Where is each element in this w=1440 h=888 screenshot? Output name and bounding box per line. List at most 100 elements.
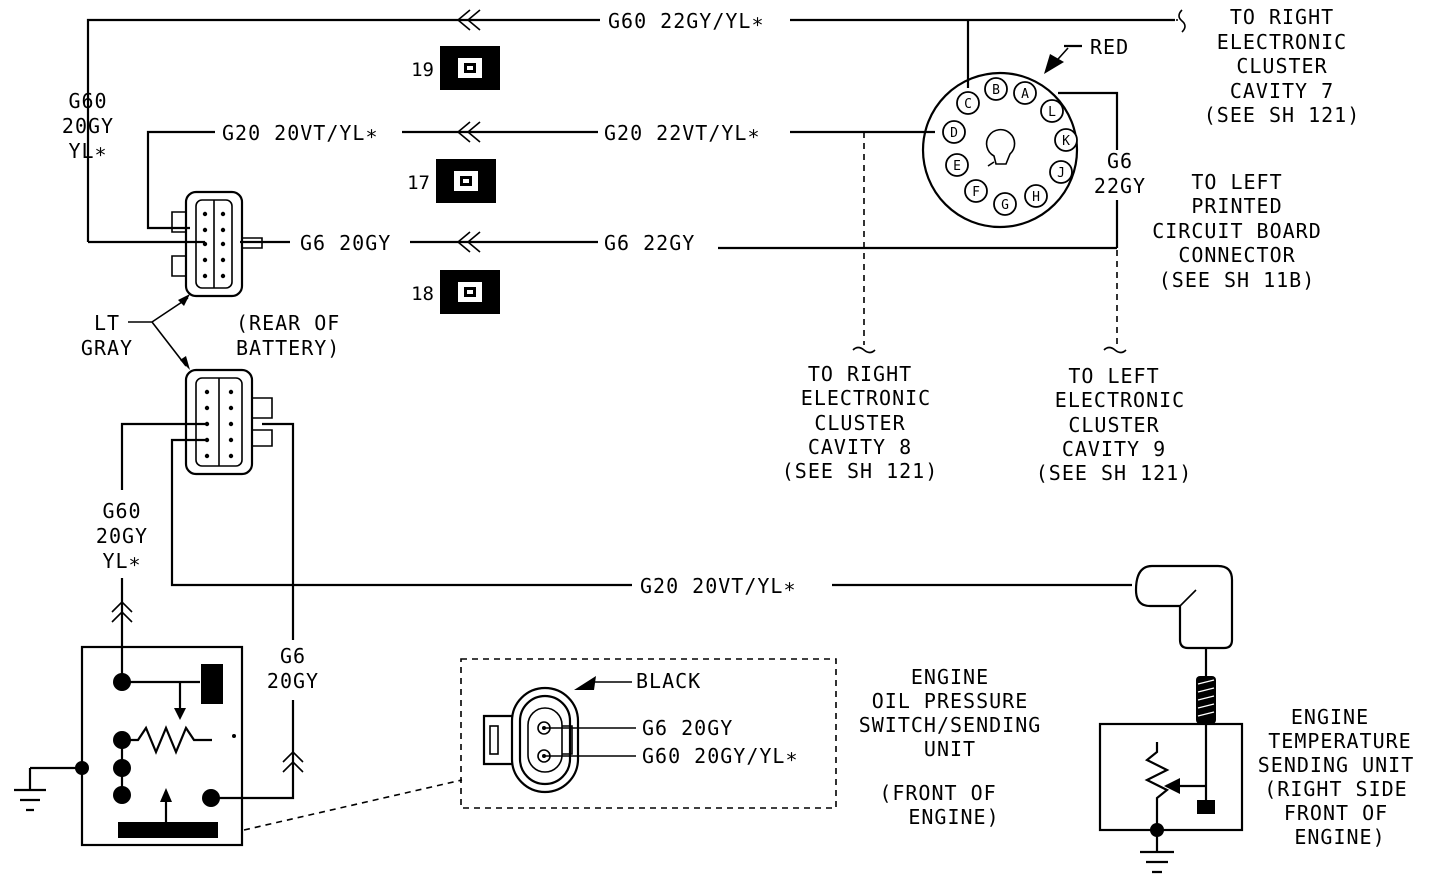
cavity-label-e: E [953, 159, 961, 174]
dest9-3: CLUSTER [1068, 413, 1159, 437]
g6-vertical-label-2: 22GY [1094, 174, 1146, 198]
break-mark-cav8 [852, 346, 876, 354]
red-arrow-shaft [1049, 47, 1069, 69]
dest9-1: TO LEFT [1068, 364, 1159, 388]
temp-title-1: ENGINE [1291, 705, 1369, 729]
temp-probe-thread [1196, 676, 1216, 724]
temp-title-5: FRONT OF [1284, 801, 1388, 825]
cavity-circle-k [1054, 128, 1078, 152]
oil-location-1: (FRONT OF [879, 781, 996, 805]
upper-connector [171, 190, 263, 298]
cavity-circle-d [942, 120, 966, 144]
dest7-4: CAVITY 7 [1230, 79, 1334, 103]
black-connector [482, 686, 580, 794]
dest-left-cluster-9: TO LEFT ELECTRONIC CLUSTER CAVITY 9 (SEE… [1036, 364, 1193, 485]
temp-title-3: SENDING UNIT [1258, 753, 1415, 777]
lower-g60-label-3: YL∗ [102, 549, 141, 573]
oil-location-2: ENGINE) [908, 805, 999, 829]
dest7-3: CLUSTER [1236, 54, 1327, 78]
lower-g60-label-1: G60 [102, 499, 141, 523]
cavity-label-j: J [1057, 166, 1065, 181]
cavity-label-a: A [1021, 87, 1029, 102]
cavity-label-b: B [992, 83, 1000, 98]
g6-left-label: G6 20GY [300, 231, 391, 255]
dest9-2: ELECTRONIC [1055, 388, 1185, 412]
g60-left-label-2: 20GY [62, 114, 114, 138]
lt-gray-label-1: LT [94, 311, 120, 335]
lt-gray-label-2: GRAY [81, 336, 133, 360]
temp-title-4: (RIGHT SIDE [1264, 777, 1407, 801]
g20-right-label: G20 22VT/YL∗ [604, 121, 761, 145]
dest8-1: TO RIGHT [808, 362, 912, 386]
dest9-4: CAVITY 9 [1062, 437, 1166, 461]
badge-18-label: 18 [411, 283, 434, 305]
dest7-2: ELECTRONIC [1217, 30, 1347, 54]
cavity-circle-e [945, 153, 969, 177]
oil-title-4: UNIT [924, 737, 976, 761]
g6-vertical-wire [1058, 91, 1119, 248]
lower-g60-wire [120, 422, 207, 682]
oil-pin1-label: G6 20GY [642, 716, 733, 740]
oil-pin2-label: G60 20GY/YL∗ [642, 744, 799, 768]
g6-in-line-splice [456, 231, 481, 253]
temp-title-6: ENGINE) [1294, 825, 1385, 849]
g20-wire-left [146, 130, 215, 230]
pcb-4: CONNECTOR [1178, 243, 1295, 267]
lower-g6-splice [282, 750, 304, 773]
lower-g6-wire [215, 422, 295, 800]
oil-title-2: OIL PRESSURE [872, 689, 1029, 713]
lower-g20-wire [170, 438, 1132, 587]
g60-top-label: G60 22GY/YL∗ [608, 9, 765, 33]
dest7-1: TO RIGHT [1230, 5, 1334, 29]
dest8-3: CLUSTER [814, 411, 905, 435]
badge-19: 19 [411, 46, 500, 90]
cavity-circle-b [984, 77, 1008, 101]
lt-gray-leader [128, 297, 189, 367]
g20-in-line-splice [456, 121, 481, 143]
black-arrow [574, 676, 596, 690]
g60-left-label-3: YL∗ [68, 139, 107, 163]
rear-battery-label-2: BATTERY) [236, 336, 340, 360]
pcb-1: TO LEFT [1191, 170, 1282, 194]
red-label: RED [1090, 35, 1129, 59]
dest8-5: (SEE SH 121) [782, 459, 939, 483]
dest-right-cluster-7: TO RIGHT ELECTRONIC CLUSTER CAVITY 7 (SE… [1204, 5, 1361, 127]
break-mark-top [1178, 9, 1186, 33]
lower-g20-label: G20 20VT/YL∗ [640, 574, 797, 598]
g6-vertical-label-1: G6 [1107, 149, 1133, 173]
oil-title-3: SWITCH/SENDING [859, 713, 1042, 737]
cavity-circle-c [956, 91, 980, 115]
pcb-2: PRINTED [1191, 194, 1282, 218]
oil-connector-dashed-box [460, 658, 837, 809]
cavity-label-c: C [964, 97, 972, 112]
black-label: BLACK [636, 669, 701, 693]
lt-gray-arrow-down [180, 356, 190, 370]
pcb-5: (SEE SH 11B) [1159, 268, 1316, 292]
lower-g6-label-2: 20GY [267, 669, 319, 693]
g20-left-label: G20 20VT/YL∗ [222, 121, 379, 145]
dest7-5: (SEE SH 121) [1204, 103, 1361, 127]
cavity-label-l: L [1048, 105, 1056, 120]
oil-pressure-switch-schematic [14, 645, 244, 847]
cavity-circle-f [964, 179, 988, 203]
dest8-4: CAVITY 8 [808, 435, 912, 459]
rear-battery-label-1: (REAR OF [236, 311, 340, 335]
oil-unit-leader-dashed [243, 779, 463, 831]
cavity-label-k: K [1062, 134, 1070, 149]
oil-title-1: ENGINE [911, 665, 989, 689]
lower-connector [184, 368, 273, 476]
g6-wire-left [240, 240, 1117, 250]
badge-17: 17 [407, 159, 496, 203]
lower-g6-label-1: G6 [280, 644, 306, 668]
lower-g60-splice [111, 600, 133, 623]
dest9-5: (SEE SH 121) [1036, 461, 1193, 485]
g60-in-line-splice [456, 9, 481, 31]
cavity-label-g: G [1001, 198, 1009, 213]
cavity-circle-g [993, 192, 1017, 216]
temp-title-2: TEMPERATURE [1268, 729, 1411, 753]
g6-right-label: G6 22GY [604, 231, 695, 255]
temp-sender-schematic [1098, 722, 1244, 874]
